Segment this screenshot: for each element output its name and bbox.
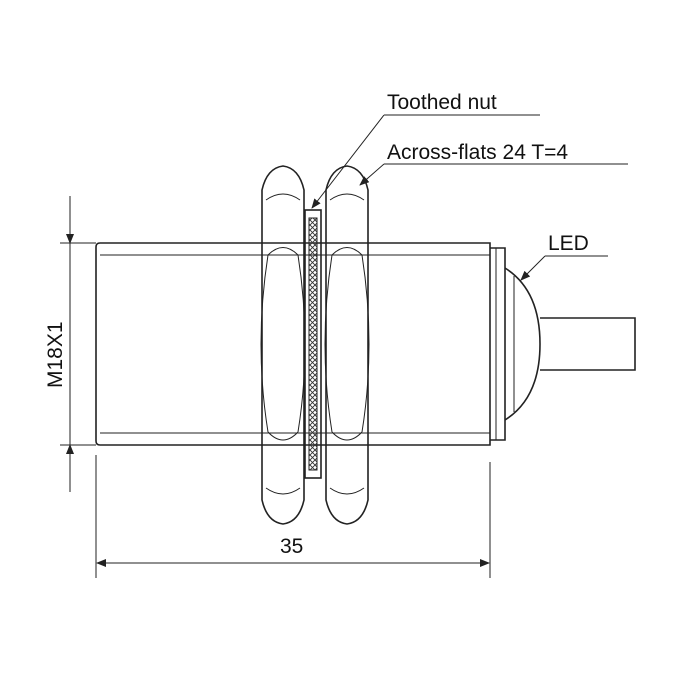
toothed-nut-leader — [311, 114, 540, 209]
length-dimension — [95, 455, 491, 578]
sensor-body — [95, 242, 506, 446]
led-label: LED — [548, 232, 589, 255]
cable — [540, 317, 636, 371]
across-flats-leader — [359, 163, 628, 186]
length-label: 35 — [280, 535, 303, 558]
across-flats-label: Across-flats 24 T=4 — [387, 141, 568, 164]
led-leader — [520, 255, 608, 281]
thread-size-label: M18X1 — [44, 321, 67, 388]
toothed-nut-label: Toothed nut — [387, 91, 497, 114]
thread-dimension — [60, 196, 96, 492]
right-nut — [324, 165, 370, 525]
led-dome — [504, 267, 541, 421]
toothed-nut-washer — [304, 209, 322, 479]
left-nut — [260, 165, 306, 525]
